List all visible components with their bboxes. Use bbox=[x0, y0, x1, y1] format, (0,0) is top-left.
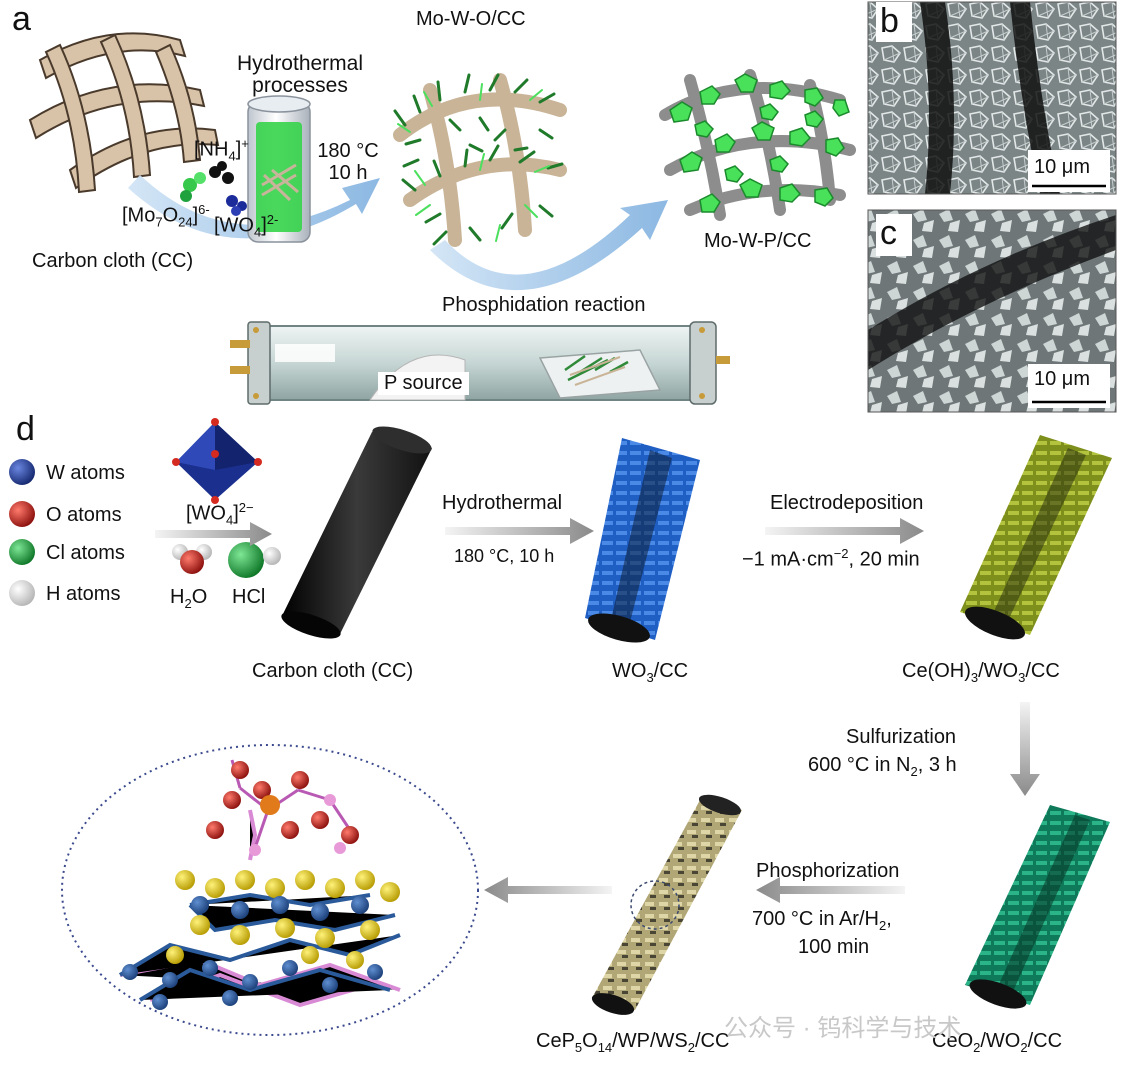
hcl-molecule-icon bbox=[228, 542, 281, 578]
sem-image-c bbox=[867, 209, 1117, 413]
tube-furnace bbox=[230, 321, 730, 405]
crystal-structure-zoom bbox=[61, 744, 479, 1036]
panel-label-b: b bbox=[880, 2, 899, 40]
wo4-ion-label: [WO4]2- bbox=[214, 212, 279, 240]
hydrothermal-label-2: processes bbox=[252, 74, 348, 97]
mowo-title: Mo-W-O/CC bbox=[416, 8, 526, 30]
carbon-cloth-weave bbox=[28, 32, 220, 194]
mowp-label: Mo-W-P/CC bbox=[704, 230, 812, 252]
ceo2-label: CeO2/WO2/CC bbox=[932, 1030, 1063, 1055]
scale-label-c: 10 μm bbox=[1034, 368, 1090, 390]
phosphorization-arrow bbox=[756, 877, 905, 903]
zoom-arrow bbox=[484, 877, 612, 903]
panel-label-c: c bbox=[880, 214, 897, 252]
wo3-label: WO3/CC bbox=[612, 660, 689, 685]
reagent-arrow bbox=[155, 522, 272, 546]
sulfurization-label: Sulfurization bbox=[846, 726, 957, 748]
sulfurization-arrow bbox=[1010, 702, 1040, 796]
h2o-label: H2O bbox=[170, 586, 208, 611]
hydrothermal-conditions: 180 °C, 10 h bbox=[454, 546, 555, 566]
carbon-cloth-label-a: Carbon cloth (CC) bbox=[32, 250, 194, 272]
nh4-label: [NH4]+ bbox=[194, 136, 249, 164]
phosphidation-label: Phosphidation reaction bbox=[442, 294, 646, 316]
legend-o-label: O atoms bbox=[46, 504, 122, 526]
scale-label-b: 10 μm bbox=[1034, 156, 1090, 178]
hcl-label: HCl bbox=[232, 586, 266, 608]
legend-w-sphere bbox=[9, 459, 35, 485]
watermark: 公众号 · 钨科学与技术 bbox=[724, 1015, 962, 1042]
phosphorization-conditions-2: 100 min bbox=[798, 936, 870, 958]
mo7o24-label: [Mo7O24]6- bbox=[122, 202, 210, 230]
p-source-label: P source bbox=[378, 372, 469, 395]
carbon-cloth-label-d: Carbon cloth (CC) bbox=[252, 660, 414, 682]
legend-h-label: H atoms bbox=[46, 583, 121, 605]
legend-w-label: W atoms bbox=[46, 462, 125, 484]
mowp-particle-cloth bbox=[659, 69, 856, 221]
hydrothermal-step-label: Hydrothermal bbox=[442, 492, 563, 514]
cep-label: CeP5O14/WP/WS2/CC bbox=[536, 1030, 730, 1055]
time-label: 10 h bbox=[328, 162, 368, 184]
electrodeposition-label: Electrodeposition bbox=[770, 492, 924, 514]
hydrothermal-label-1: Hydrothermal bbox=[236, 52, 364, 75]
phosphorization-conditions-1: 700 °C in Ar/H2, bbox=[752, 908, 892, 933]
carbon-cloth-rod bbox=[281, 426, 432, 639]
legend-cl-label: Cl atoms bbox=[46, 542, 125, 564]
legend-o-sphere bbox=[9, 501, 35, 527]
h2o-molecule-icon bbox=[172, 544, 212, 574]
phosphorization-label: Phosphorization bbox=[756, 860, 900, 882]
ceoh-label: Ce(OH)3/WO3/CC bbox=[902, 660, 1060, 685]
temp-label: 180 °C bbox=[317, 140, 379, 162]
hydrothermal-arrow bbox=[445, 518, 594, 544]
electrodeposition-arrow bbox=[765, 518, 924, 544]
electrodeposition-conditions: −1 mA·cm−2, 20 min bbox=[742, 546, 920, 571]
ceo2-brush bbox=[965, 805, 1110, 1009]
wo4-label-d: [WO4]2− bbox=[186, 500, 254, 528]
wo3-brush bbox=[585, 438, 700, 643]
panel-label-d: d bbox=[16, 410, 35, 448]
cep-brush bbox=[591, 794, 742, 1015]
legend-h-sphere bbox=[9, 580, 35, 606]
autoclave-vessel bbox=[247, 95, 311, 243]
mowo-nanowire-cloth bbox=[393, 73, 567, 247]
ceoh-brush bbox=[960, 435, 1112, 640]
legend-cl-sphere bbox=[9, 539, 35, 565]
phosphidation-arc-arrow bbox=[430, 200, 668, 291]
hydrothermal-arc-arrow bbox=[128, 175, 380, 239]
panel-label-a: a bbox=[12, 0, 31, 38]
wo4-octahedron-icon bbox=[172, 418, 262, 504]
precursor-ions bbox=[180, 161, 247, 216]
sulfurization-conditions: 600 °C in N2, 3 h bbox=[808, 754, 957, 779]
